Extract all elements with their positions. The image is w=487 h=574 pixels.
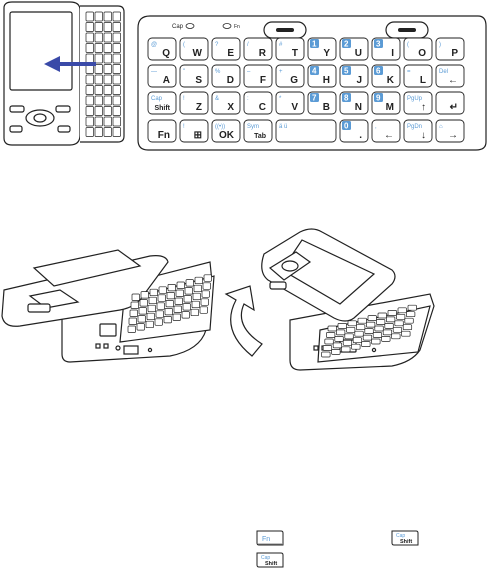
keypad-key: [326, 333, 335, 338]
keypad-key: [358, 318, 367, 323]
keypad-key: [378, 313, 387, 318]
keypad-key: [204, 275, 212, 282]
keypad-key: [376, 320, 385, 325]
keypad-key: [355, 331, 364, 336]
keypad-key: [146, 321, 154, 328]
keypad-key: [403, 325, 412, 330]
fn-key-icon: Fn: [255, 529, 285, 547]
keypad-key: [398, 308, 407, 313]
keypad-key: [159, 287, 167, 294]
keypad-key: [323, 346, 332, 351]
keypad-key: [405, 318, 414, 323]
keypad-key: [328, 326, 337, 331]
keypad-key: [332, 349, 341, 354]
keypad-key: [191, 309, 199, 316]
keypad-key: [382, 336, 391, 341]
keypad-key: [195, 277, 203, 284]
keypad-key: [155, 319, 163, 326]
keypad-key: [158, 295, 166, 302]
keypad-key: [346, 327, 355, 332]
cap-shift-key-icon: Cap Shift: [390, 529, 420, 547]
keypad-key: [366, 322, 375, 327]
keypad-key: [383, 330, 392, 335]
keypad-key: [325, 339, 334, 344]
keypad-key: [352, 344, 361, 349]
keypad-key: [182, 312, 190, 319]
keypad-key: [184, 296, 192, 303]
keypad-key: [393, 327, 402, 332]
keypad-key: [342, 347, 351, 352]
keypad-key: [368, 316, 377, 321]
phone-open-left: [2, 250, 214, 362]
keypad-key: [396, 314, 405, 319]
keypad-key: [373, 333, 382, 338]
keypad-key: [343, 340, 352, 345]
keypad-key: [201, 299, 209, 306]
keypad-key: [363, 335, 372, 340]
keypad-key: [375, 326, 384, 331]
keypad-key: [149, 297, 157, 304]
curved-arrow-icon: [226, 286, 262, 356]
keypad-key: [338, 323, 347, 328]
keypad-key: [386, 317, 395, 322]
keypad-key: [157, 303, 165, 310]
keypad-key: [356, 325, 365, 330]
keypad-key: [392, 334, 401, 339]
keypad-key: [408, 305, 417, 310]
keypad-key: [128, 326, 136, 333]
keypad-key: [322, 352, 331, 357]
keypad-key: [200, 307, 208, 314]
keypad-key: [406, 312, 415, 317]
keypad-key: [138, 316, 146, 323]
keypad-key: [185, 288, 193, 295]
keypad-key: [130, 310, 138, 317]
shift-label-2: Shift: [265, 561, 277, 567]
keypad-key: [164, 316, 172, 323]
keypad-key: [202, 291, 210, 298]
keypad-key: [186, 280, 194, 287]
keypad-key: [139, 308, 147, 315]
keypad-key: [129, 318, 137, 325]
keypad-key: [395, 321, 404, 326]
shift-label: Shift: [400, 539, 412, 545]
keypad-key: [336, 330, 345, 335]
keypad-key: [372, 339, 381, 344]
keypad-key: [348, 321, 357, 326]
keypad-key: [147, 313, 155, 320]
keypad-key: [132, 294, 140, 301]
keypad-key: [174, 306, 182, 313]
keypad-key: [177, 282, 185, 289]
keypad-key: [131, 302, 139, 309]
fn-key-label: Fn: [262, 536, 270, 543]
keypad-key: [148, 305, 156, 312]
keypad-key: [150, 289, 158, 296]
keypad-key: [402, 331, 411, 336]
keypad-key: [183, 304, 191, 311]
keypad-key: [333, 343, 342, 348]
keypad-key: [388, 310, 397, 315]
keypad-key: [385, 323, 394, 328]
keypad-key: [167, 292, 175, 299]
keypad-key: [173, 314, 181, 321]
keypad-key: [193, 293, 201, 300]
keypad-key: [175, 298, 183, 305]
keypad-key: [165, 308, 173, 315]
keypad-key: [365, 329, 374, 334]
keypad-key: [192, 301, 200, 308]
keypad-key: [353, 338, 362, 343]
cap-shift-key-icon-2: Cap Shift: [255, 551, 285, 569]
keypad-key: [345, 334, 354, 339]
keypad-key: [176, 290, 184, 297]
keypad-key: [194, 285, 202, 292]
keypad-key: [156, 311, 164, 318]
keypad-key: [140, 300, 148, 307]
keypad-key: [362, 342, 371, 347]
keypad-key: [335, 336, 344, 341]
keypad-key: [141, 292, 149, 299]
keypad-key: [166, 300, 174, 307]
keypad-key: [137, 324, 145, 331]
keypad-key: [203, 283, 211, 290]
keypad-key: [168, 284, 176, 291]
